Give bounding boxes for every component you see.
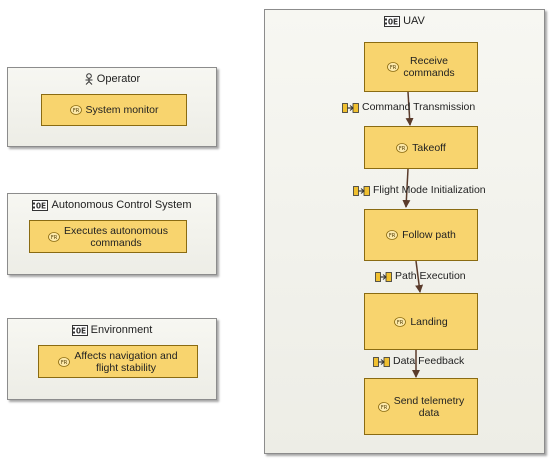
function-icon: FR xyxy=(386,230,399,240)
function-affects-navigation[interactable]: FR Affects navigation and flight stabili… xyxy=(38,345,198,378)
function-label: Executes autonomous commands xyxy=(64,224,168,249)
svg-text:FR: FR xyxy=(389,233,396,239)
svg-text:FR: FR xyxy=(61,360,68,366)
operator-container[interactable]: Operator FR System monitor xyxy=(7,67,217,147)
function-icon: FR xyxy=(69,105,82,115)
function-receive-commands[interactable]: FR Receive commands xyxy=(364,42,478,92)
exchange-flight-mode-initialization[interactable]: Flight Mode Initialization xyxy=(353,184,486,197)
component-icon: 0E xyxy=(384,15,401,27)
function-icon: FR xyxy=(48,231,60,242)
function-system-monitor[interactable]: FR System monitor xyxy=(41,94,187,126)
exchange-icon xyxy=(342,102,359,113)
acs-title: Autonomous Control System xyxy=(51,199,192,212)
environment-container[interactable]: 0E Environment FR Affects navigation and… xyxy=(7,318,217,400)
function-label: Follow path xyxy=(402,229,456,241)
function-takeoff[interactable]: FR Takeoff xyxy=(364,126,478,169)
function-label: Affects navigation and flight stability xyxy=(74,349,178,374)
svg-text:0E: 0E xyxy=(388,17,398,26)
function-label: Send telemetry data xyxy=(393,394,465,419)
function-icon: FR xyxy=(394,316,407,327)
svg-text:0E: 0E xyxy=(36,201,46,210)
exchange-icon xyxy=(375,271,392,282)
exchange-label: Path Execution xyxy=(395,270,466,282)
arrow-receive-to-takeoff xyxy=(405,91,414,126)
component-icon: 0E xyxy=(71,324,88,336)
component-icon: 0E xyxy=(32,199,49,211)
function-follow-path[interactable]: FR Follow path xyxy=(364,209,478,261)
acs-container[interactable]: 0E Autonomous Control System FR Executes… xyxy=(7,193,217,275)
exchange-label: Data Feedback xyxy=(393,355,465,367)
function-executes-autonomous-commands[interactable]: FR Executes autonomous commands xyxy=(29,220,187,253)
function-label: Landing xyxy=(410,315,448,328)
function-label: Receive commands xyxy=(403,55,455,79)
environment-header: 0E Environment xyxy=(8,323,216,337)
exchange-label: Flight Mode Initialization xyxy=(373,184,486,196)
function-label: System monitor xyxy=(85,104,159,116)
svg-text:FR: FR xyxy=(72,108,79,114)
exchange-label: Command Transmission xyxy=(362,101,476,113)
function-icon: FR xyxy=(58,356,71,367)
operator-title: Operator xyxy=(96,73,141,86)
exchange-data-feedback[interactable]: Data Feedback xyxy=(373,355,464,368)
acs-header: 0E Autonomous Control System xyxy=(8,198,216,212)
function-icon: FR xyxy=(377,401,390,412)
svg-text:FR: FR xyxy=(51,235,58,241)
uav-title: UAV xyxy=(403,15,425,28)
exchange-command-transmission[interactable]: Command Transmission xyxy=(342,101,475,114)
svg-text:FR: FR xyxy=(399,146,406,152)
operator-header: Operator xyxy=(8,72,216,86)
uav-header: 0E UAV xyxy=(265,14,544,28)
svg-text:FR: FR xyxy=(397,320,404,326)
function-send-telemetry[interactable]: FR Send telemetry data xyxy=(364,378,478,435)
function-landing[interactable]: FR Landing xyxy=(364,293,478,350)
function-label: Takeoff xyxy=(412,141,446,154)
exchange-icon xyxy=(373,356,390,367)
svg-text:FR: FR xyxy=(390,65,397,71)
actor-icon xyxy=(85,73,93,85)
function-icon: FR xyxy=(396,142,409,153)
svg-text:0E: 0E xyxy=(75,326,85,335)
arrow-follow-to-landing xyxy=(415,260,424,293)
exchange-icon xyxy=(353,185,370,196)
function-icon: FR xyxy=(387,62,400,72)
environment-title: Environment xyxy=(90,324,153,337)
exchange-path-execution[interactable]: Path Execution xyxy=(375,270,466,283)
svg-text:FR: FR xyxy=(381,405,388,411)
arrow-takeoff-to-follow xyxy=(402,168,411,208)
